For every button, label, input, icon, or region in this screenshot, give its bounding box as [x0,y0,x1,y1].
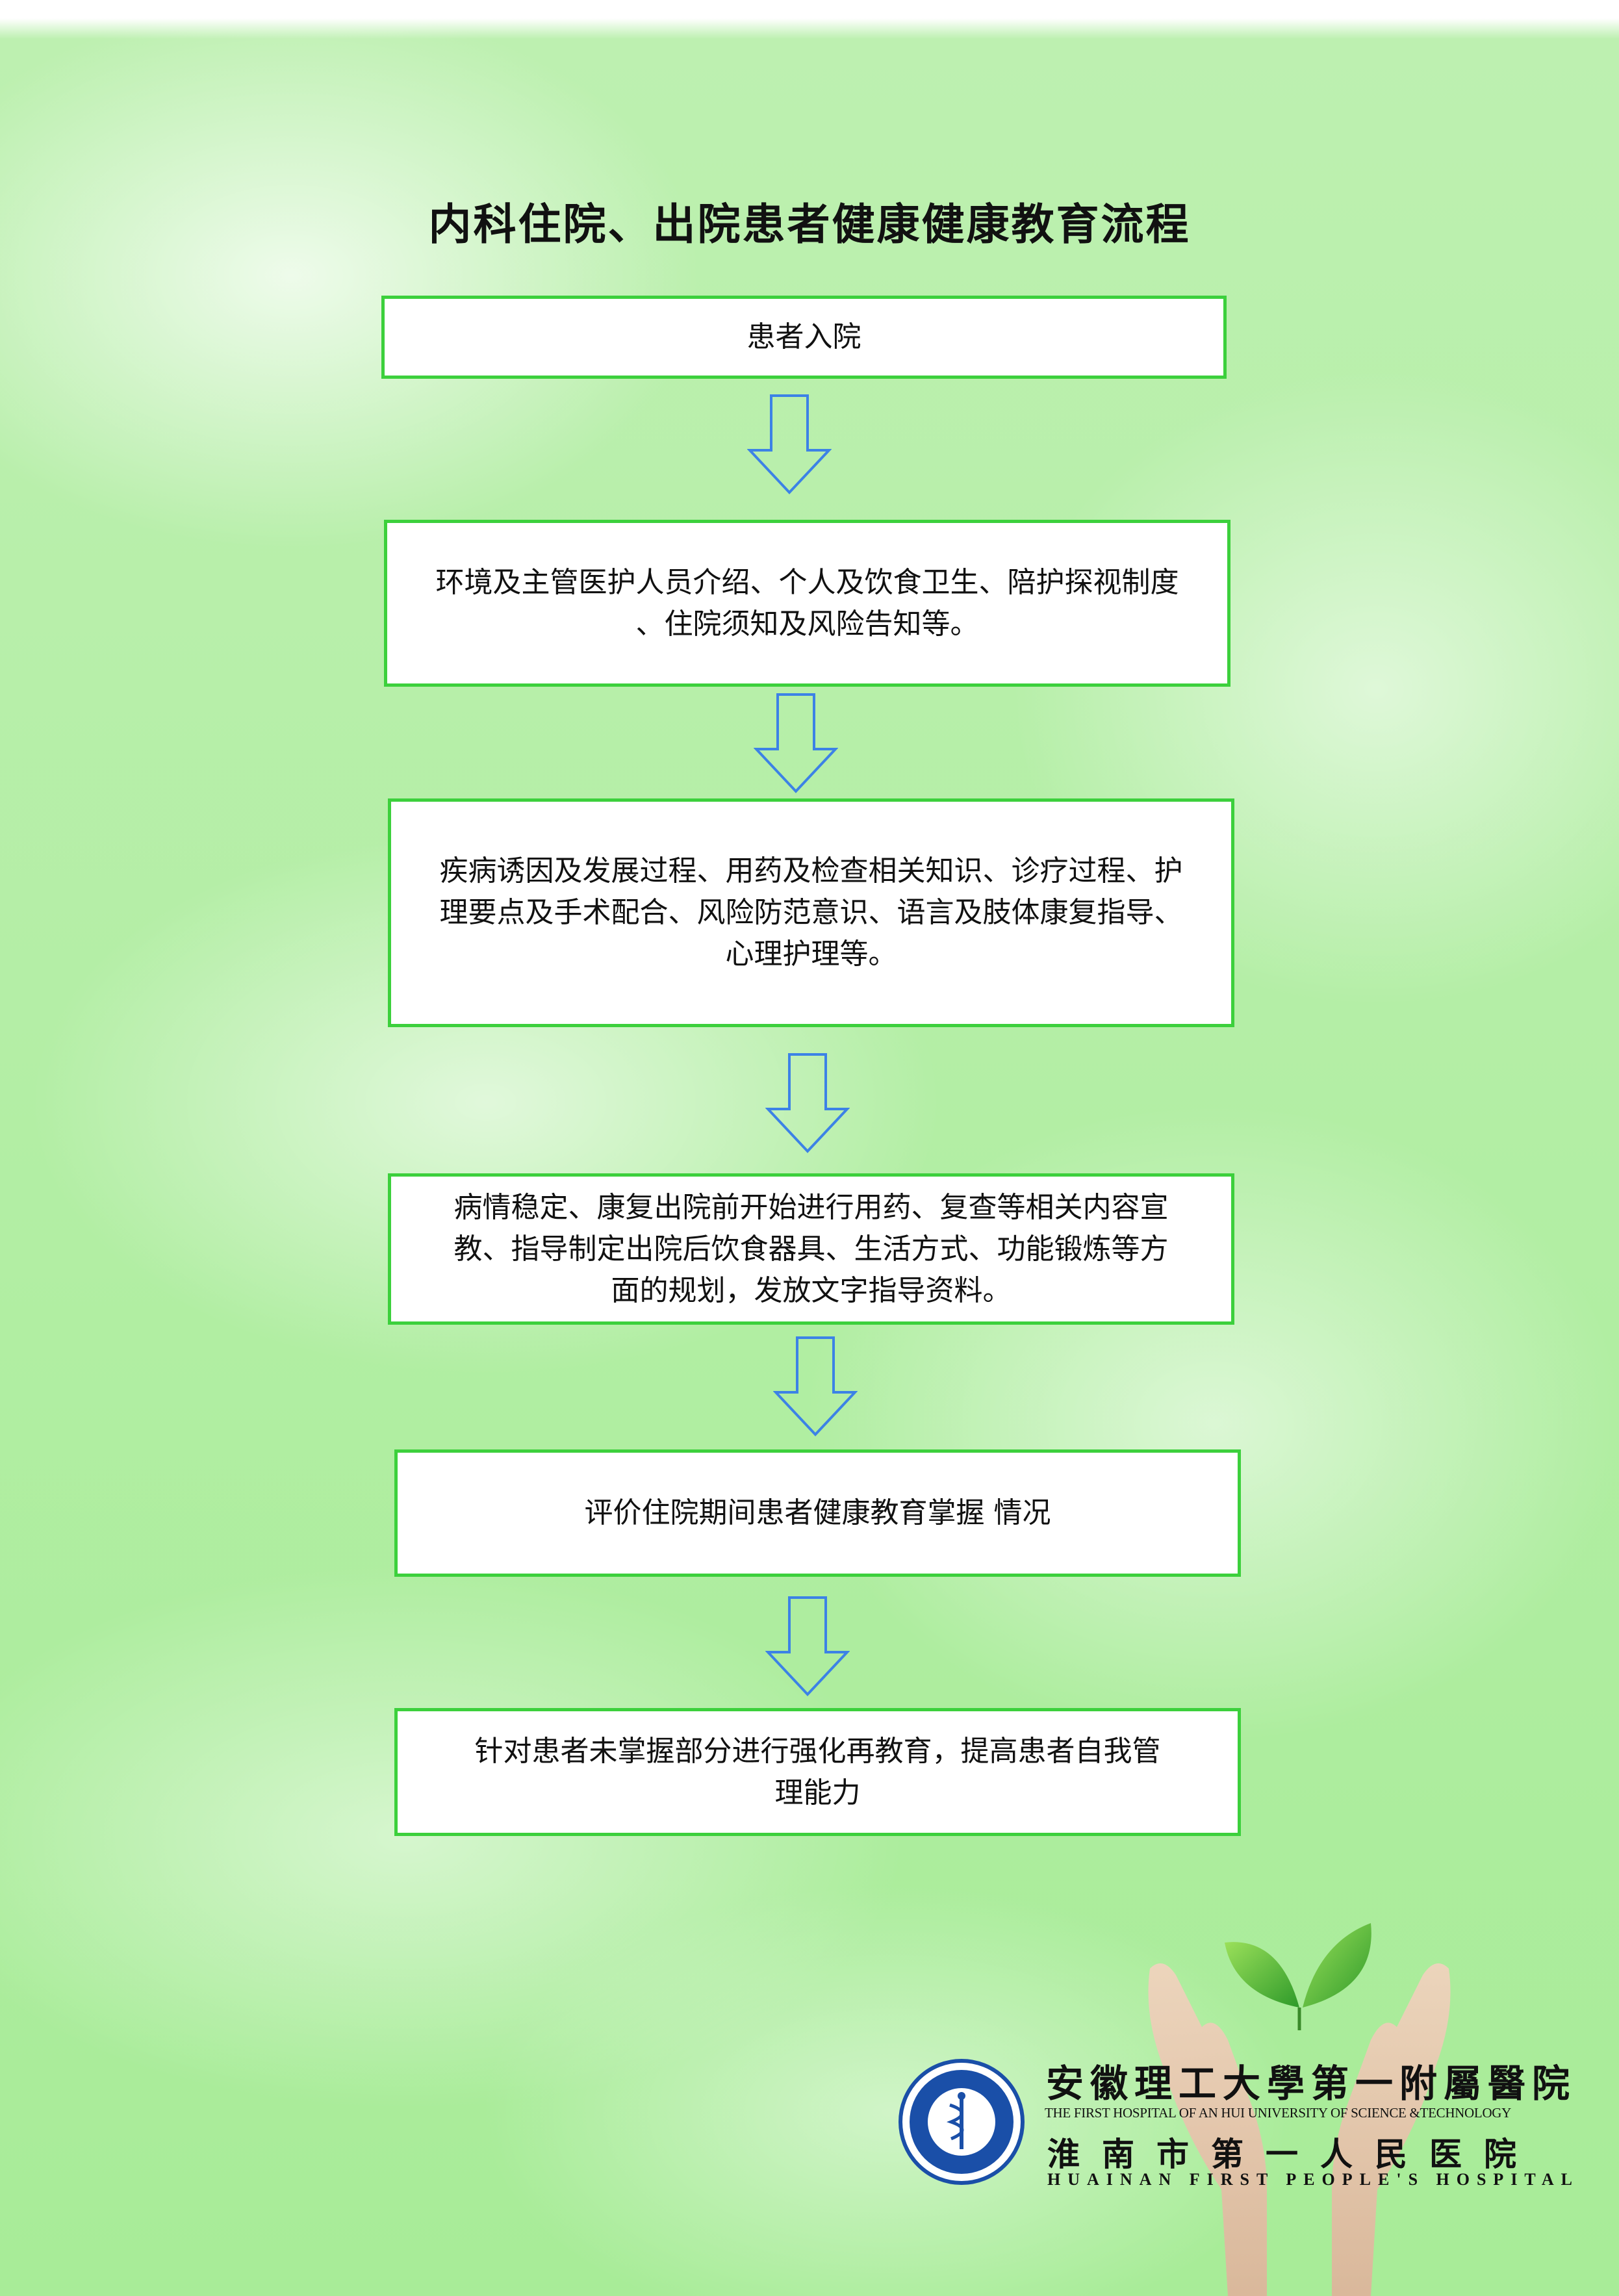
step-line: 教、指导制定出院后饮食器具、生活方式、功能锻炼等方 [453,1232,1169,1266]
step-text: 疾病诱因及发展过程、用药及检查相关知识、诊疗过程、护 理要点及手术配合、风险防范… [440,850,1183,975]
step-text: 评价住院期间患者健康教育掌握 情况 [585,1492,1051,1534]
down-arrow-icon [754,693,838,793]
step-reinforcement: 针对患者未掌握部分进行强化再教育，提高患者自我管 理能力 [394,1708,1241,1836]
down-arrow-icon [765,1053,850,1153]
hospital-name-en: THE FIRST HOSPITAL OF AN HUI UNIVERSITY … [1045,2105,1512,2121]
step-text: 病情稳定、康复出院前开始进行用药、复查等相关内容宣 教、指导制定出院后饮食器具、… [454,1187,1169,1312]
step-line: 环境及主管医护人员介绍、个人及饮食卫生、陪护探视制度 [435,565,1179,599]
down-arrow-icon [747,394,832,494]
step-line: 心理护理等。 [725,938,897,971]
step-line: 疾病诱因及发展过程、用药及检查相关知识、诊疗过程、护 [439,854,1183,887]
step-line: 针对患者未掌握部分进行强化再教育，提高患者自我管 [474,1734,1161,1768]
step-line: 、住院须知及风险告知等。 [635,607,979,641]
step-orientation: 环境及主管医护人员介绍、个人及饮食卫生、陪护探视制度 、住院须知及风险告知等。 [384,520,1230,687]
hospital-name-cn-secondary: 淮南市第一人民医院 [1047,2136,1538,2173]
page-title: 内科住院、出院患者健康健康教育流程 [428,199,1191,249]
down-arrow-icon [773,1336,858,1436]
step-evaluation: 评价住院期间患者健康教育掌握 情况 [394,1449,1241,1577]
hospital-name-cn: 安徽理工大學第一附屬醫院 [1046,2061,1577,2106]
step-text: 针对患者未掌握部分进行强化再教育，提高患者自我管 理能力 [475,1731,1161,1814]
step-discharge-education: 病情稳定、康复出院前开始进行用药、复查等相关内容宣 教、指导制定出院后饮食器具、… [388,1173,1234,1325]
step-line: 理能力 [774,1776,861,1809]
step-disease-education: 疾病诱因及发展过程、用药及检查相关知识、诊疗过程、护 理要点及手术配合、风险防范… [388,798,1234,1027]
step-line: 理要点及手术配合、风险防范意识、语言及肢体康复指导、 [439,896,1183,929]
down-arrow-icon [765,1596,850,1696]
step-text: 患者入院 [747,316,861,358]
hospital-seal-icon [899,2059,1025,2185]
step-line: 评价住院期间患者健康教育掌握 情况 [584,1496,1051,1529]
step-line: 病情稳定、康复出院前开始进行用药、复查等相关内容宣 [453,1190,1169,1224]
hospital-name-en-secondary: HUAINAN FIRST PEOPLE'S HOSPITAL [1047,2170,1579,2189]
step-text: 环境及主管医护人员介绍、个人及饮食卫生、陪护探视制度 、住院须知及风险告知等。 [436,562,1179,645]
step-admission: 患者入院 [381,296,1227,379]
step-line: 面的规划，发放文字指导资料。 [611,1273,1012,1307]
step-line: 患者入院 [746,320,861,353]
hands-leaf-illustration [1148,1923,1451,2296]
